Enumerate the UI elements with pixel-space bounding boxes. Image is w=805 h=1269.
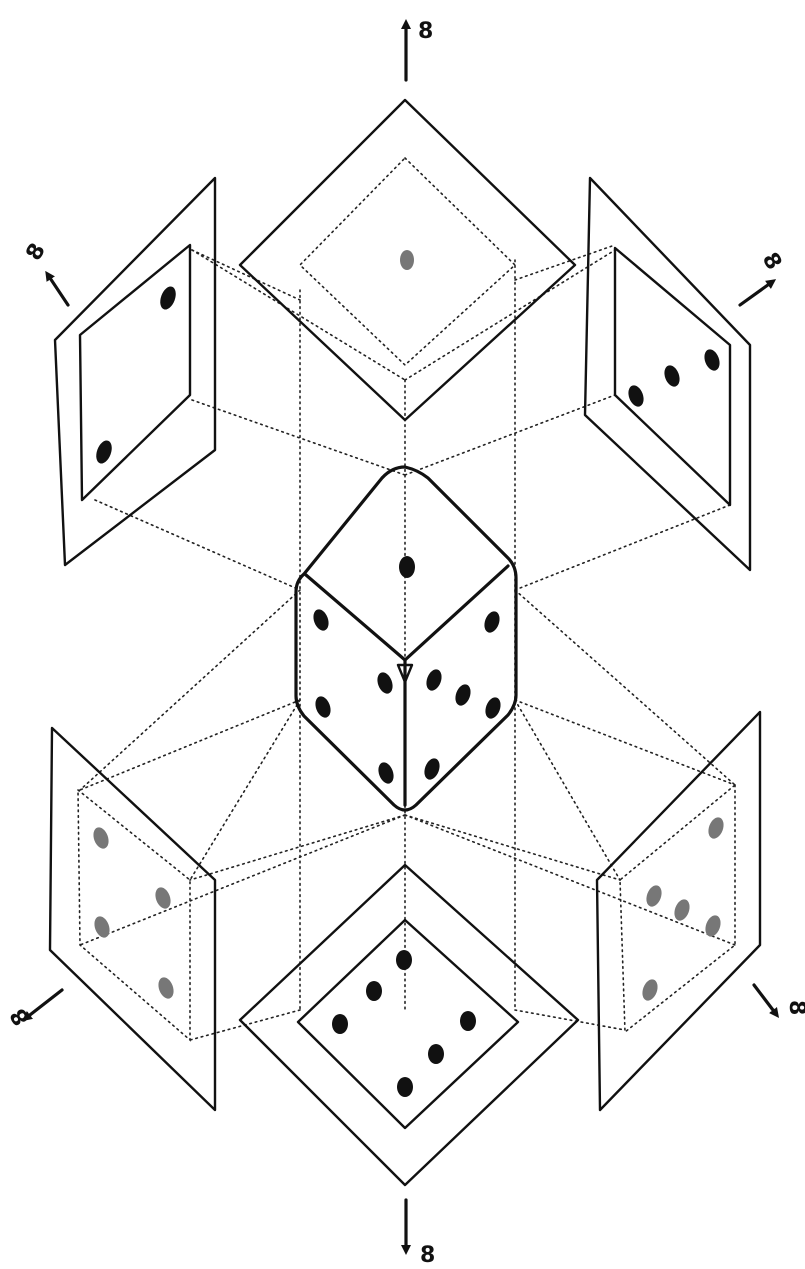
- pip: [366, 981, 382, 1001]
- central-die: [296, 467, 516, 810]
- pip: [156, 975, 177, 1000]
- label-upper-right: 8: [757, 249, 786, 275]
- pip: [153, 885, 174, 910]
- pip: [422, 756, 443, 781]
- arrow-up-left-icon: [48, 275, 68, 305]
- pip: [397, 1077, 413, 1097]
- pip: [702, 347, 723, 372]
- pip: [706, 815, 727, 840]
- pip: [332, 1014, 348, 1034]
- top-face-panel: [240, 100, 575, 420]
- pip: [482, 609, 503, 634]
- pip: [672, 897, 693, 922]
- upper-left-face-panel: [55, 178, 215, 565]
- bottom-face-panel: [240, 865, 578, 1185]
- pip: [453, 682, 474, 707]
- pip: [91, 825, 112, 850]
- label-upper-left: 8: [22, 239, 51, 265]
- pip: [399, 556, 415, 578]
- pip: [424, 667, 445, 692]
- direction-arrows: [26, 24, 776, 1250]
- label-lower-right: 8: [784, 1000, 805, 1015]
- pip: [157, 284, 178, 311]
- lower-right-face-panel: [597, 712, 760, 1110]
- pip: [375, 670, 396, 695]
- pip: [311, 607, 332, 632]
- pip: [400, 250, 414, 270]
- pip: [428, 1044, 444, 1064]
- upper-right-face-panel: [585, 178, 750, 570]
- pip: [483, 695, 504, 720]
- arrow-down-right-icon: [754, 985, 776, 1014]
- pip: [313, 694, 334, 719]
- pip: [644, 883, 665, 908]
- arrow-up-right-icon: [740, 282, 772, 305]
- pip: [662, 363, 683, 388]
- pip: [396, 950, 412, 970]
- pip: [626, 383, 647, 408]
- pip: [92, 914, 113, 939]
- pip: [460, 1011, 476, 1031]
- label-bottom: 8: [420, 1243, 435, 1268]
- label-top: 8: [418, 19, 433, 44]
- pip: [376, 760, 397, 785]
- lower-left-face-panel: [50, 728, 215, 1110]
- pip: [703, 913, 724, 938]
- label-lower-left: 8: [6, 1004, 35, 1030]
- pip: [640, 977, 661, 1002]
- pip: [93, 438, 114, 465]
